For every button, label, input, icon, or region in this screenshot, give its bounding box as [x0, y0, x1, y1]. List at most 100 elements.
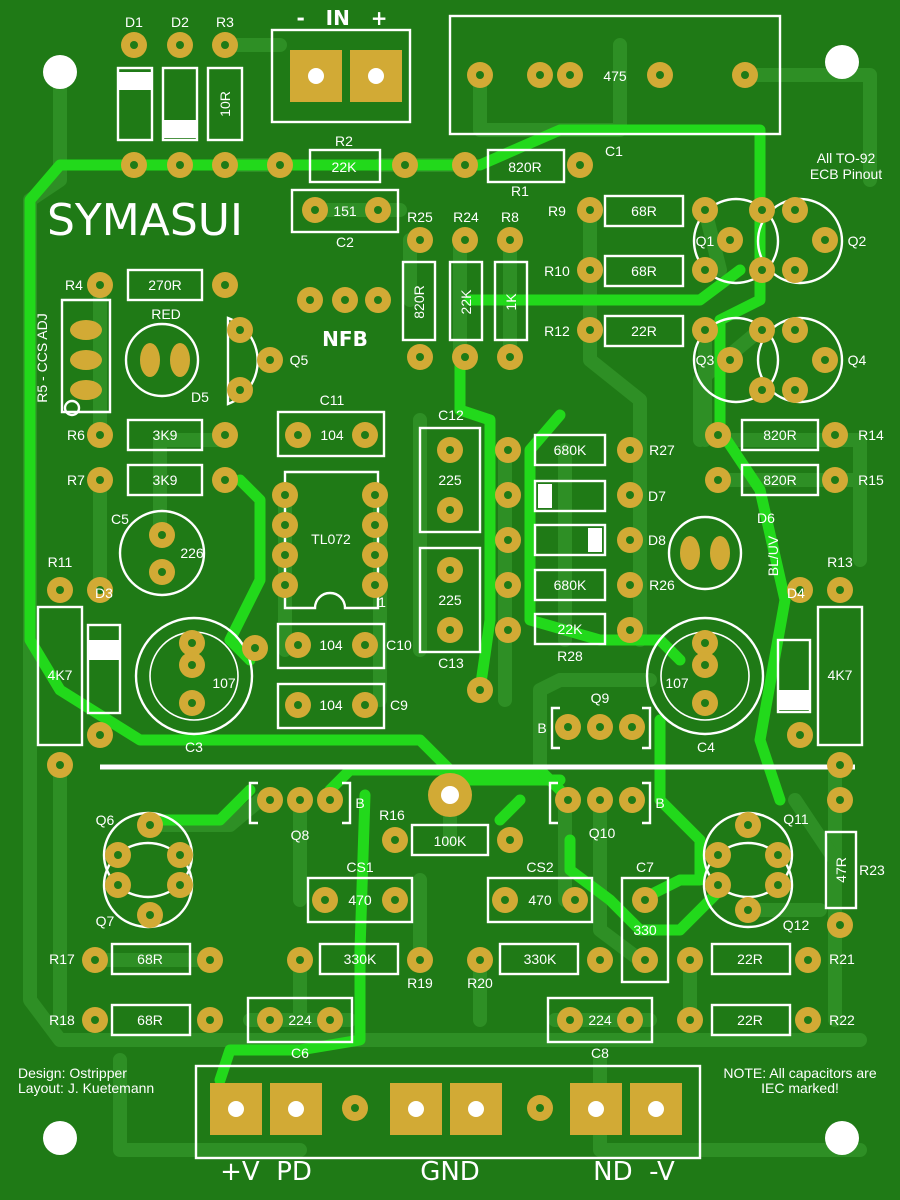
drill-hole [416, 956, 424, 964]
drill-hole [306, 296, 314, 304]
drill-hole [686, 1016, 694, 1024]
pinout-note-1: All TO-92 [817, 150, 876, 166]
drill-hole [236, 386, 244, 394]
label-r11: R11 [48, 554, 73, 570]
drill-hole [236, 326, 244, 334]
drill-hole [821, 236, 829, 244]
drill-hole [96, 431, 104, 439]
label-d1: D1 [125, 14, 143, 30]
drill-hole [206, 1016, 214, 1024]
drill-hole [626, 446, 634, 454]
terminal-hole [588, 1101, 604, 1117]
drill-hole [628, 723, 636, 731]
drill-hole [804, 956, 812, 964]
drill-hole [371, 581, 379, 589]
value-r6: 3K9 [153, 427, 178, 443]
label-q6: Q6 [96, 812, 115, 828]
drill-hole [341, 296, 349, 304]
drill-hole [221, 476, 229, 484]
output-ndv-label: ND -V [593, 1157, 675, 1187]
drill-hole [726, 356, 734, 364]
label-r19: R19 [407, 975, 433, 991]
drill-hole [114, 881, 122, 889]
trimmer-pad [70, 320, 102, 340]
drill-hole [536, 1104, 544, 1112]
drill-hole [476, 71, 484, 79]
value-r11: 4K7 [48, 667, 73, 683]
drill-hole [571, 896, 579, 904]
label-r10: R10 [544, 263, 570, 279]
terminal-hole [648, 1101, 664, 1117]
label-q3: Q3 [696, 352, 715, 368]
value-r4: 270R [148, 277, 181, 293]
label-r4: R4 [65, 277, 83, 293]
value-r23: 47R [833, 857, 849, 883]
terminal-hole [288, 1101, 304, 1117]
value-c8: 224 [588, 1012, 612, 1028]
drill-hole [476, 956, 484, 964]
drill-hole [506, 836, 514, 844]
drill-hole [361, 431, 369, 439]
drill-hole [836, 921, 844, 929]
drill-hole [726, 236, 734, 244]
drill-hole [371, 521, 379, 529]
label-r17: R17 [49, 951, 75, 967]
label-c9: C9 [390, 697, 408, 713]
drill-hole [791, 266, 799, 274]
pinout-note-2: ECB Pinout [810, 166, 882, 182]
value-r22: 22R [737, 1012, 763, 1028]
label-c11: C11 [320, 392, 345, 408]
drill-hole [56, 761, 64, 769]
drill-hole [566, 71, 574, 79]
led-bluv-label: BL/UV [765, 535, 781, 576]
label-r16: R16 [379, 807, 405, 823]
label-c10: C10 [386, 637, 412, 653]
drill-hole [281, 581, 289, 589]
drill-hole [836, 586, 844, 594]
drill-hole [371, 491, 379, 499]
drill-hole [281, 551, 289, 559]
drill-hole [804, 1016, 812, 1024]
value-r14: 820R [763, 427, 796, 443]
label-d5: D5 [191, 389, 209, 405]
drill-hole [176, 881, 184, 889]
drill-hole [401, 161, 409, 169]
label-d3: D3 [95, 585, 113, 601]
drill-hole [744, 906, 752, 914]
label-q4: Q4 [848, 352, 867, 368]
drill-hole [281, 491, 289, 499]
value-c4: 107 [665, 675, 689, 691]
bright-traces [24, 124, 791, 1086]
drill-hole [146, 821, 154, 829]
value-r27: 680K [554, 442, 587, 458]
label-c6: C6 [291, 1045, 309, 1061]
drill-hole [641, 896, 649, 904]
drill-hole [504, 491, 512, 499]
drill-hole [686, 956, 694, 964]
terminal-hole [368, 68, 384, 84]
drill-hole [374, 296, 382, 304]
drill-hole [758, 206, 766, 214]
label-r2: R2 [335, 133, 353, 149]
value-r3: 10R [217, 91, 233, 117]
silk-labels: D1 D2 R3 10R - IN + 475 R2 22K 820R R1 C… [34, 6, 885, 1187]
ground-via-hole [441, 786, 459, 804]
drill-hole [296, 796, 304, 804]
drill-hole [221, 281, 229, 289]
drill-hole [791, 326, 799, 334]
label-q9-b: B [537, 720, 546, 736]
drill-hole [321, 896, 329, 904]
value-c6: 224 [288, 1012, 312, 1028]
terminal-hole [308, 68, 324, 84]
ccs-adj-label: R5 - CCS ADJ [34, 313, 50, 402]
value-c3: 107 [212, 675, 236, 691]
drill-hole [626, 581, 634, 589]
drill-hole [504, 536, 512, 544]
drill-hole [130, 41, 138, 49]
drill-hole [294, 641, 302, 649]
label-cs1: CS1 [346, 859, 373, 875]
led-red-label: RED [151, 306, 181, 322]
label-r7: R7 [67, 472, 85, 488]
